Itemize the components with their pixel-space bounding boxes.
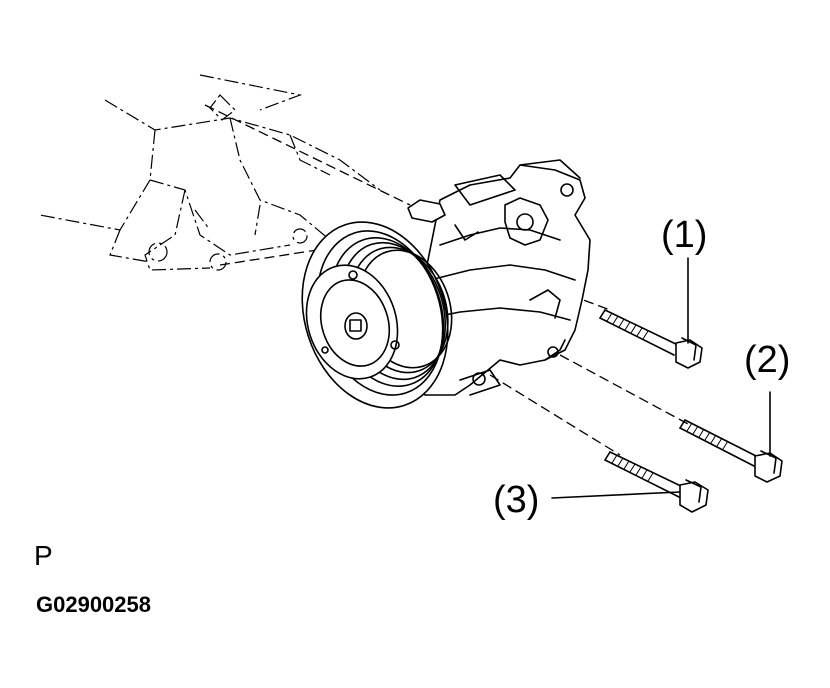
leader-lines (551, 257, 771, 499)
ac-compressor (301, 159, 591, 409)
figure-code: G02900258 (36, 592, 151, 617)
view-letter: P (34, 540, 53, 571)
leader-line-3 (551, 491, 681, 499)
bolt-2 (679, 419, 783, 483)
engine-bracket-outline (39, 74, 381, 271)
bolt-3 (604, 451, 709, 513)
bolt-1 (599, 309, 703, 369)
callout-1: (1) (661, 214, 708, 256)
callout-2: (2) (744, 339, 791, 381)
callout-3: (3) (493, 479, 540, 521)
